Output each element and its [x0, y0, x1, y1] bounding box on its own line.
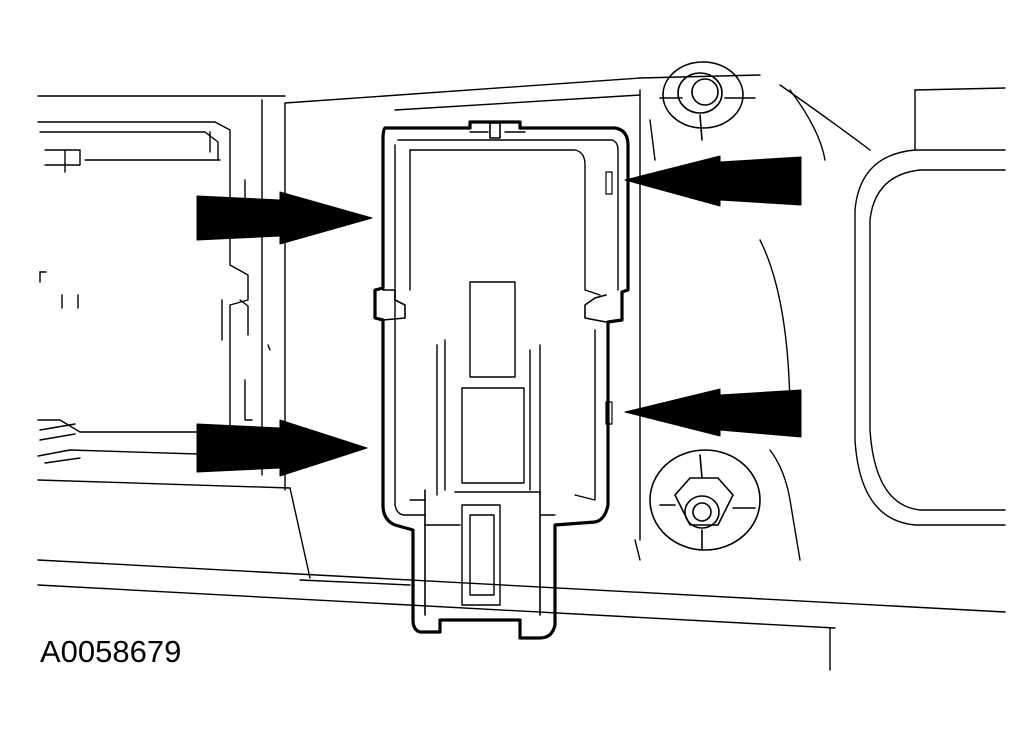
bolt-boss-upper [659, 61, 756, 141]
arrow-right-upper [624, 155, 802, 207]
arrow-left-lower [196, 419, 368, 477]
module-housing [373, 120, 630, 640]
arrow-left-upper [196, 191, 373, 245]
right-housing [394, 74, 1006, 561]
figure-id-label: A0058679 [40, 634, 182, 669]
arrow-right-lower [624, 388, 802, 438]
bolt-boss-lower [649, 449, 761, 551]
background-housing [37, 77, 1006, 671]
callout-arrows [196, 155, 802, 477]
